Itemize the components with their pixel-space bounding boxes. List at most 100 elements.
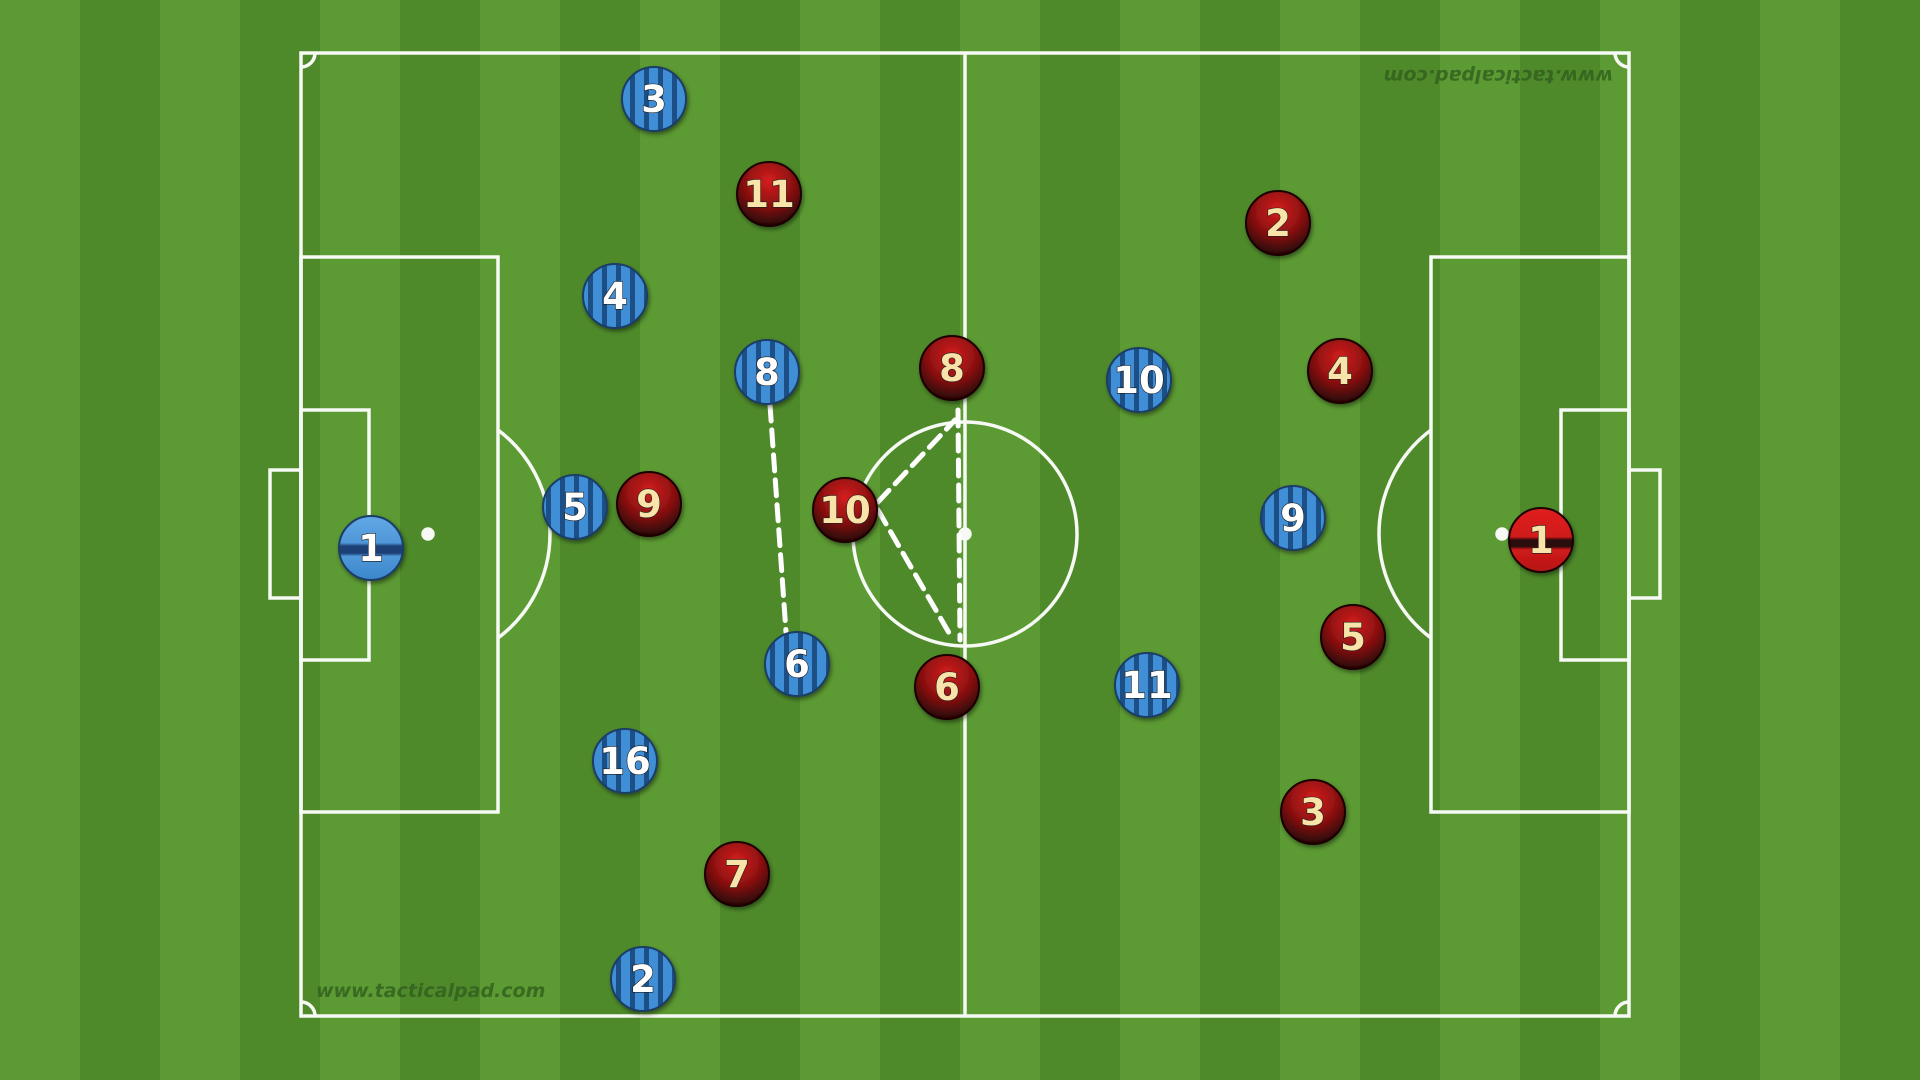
grass-stripe [1040,0,1120,1080]
blue-token-disc [1114,652,1180,718]
red-token-disc [919,335,985,401]
red-player-number: 2 [1265,202,1291,245]
grass-stripe [480,0,560,1080]
corner-arc-bl [300,1000,317,1017]
left-penalty-arc [496,428,552,640]
corner-arc-br [1613,1000,1630,1017]
grass-stripe [1760,0,1840,1080]
grass-stripe [560,0,640,1080]
blue-token-disc [1260,485,1326,551]
grass-stripe [1600,0,1680,1080]
blue-player-11[interactable]: 11 [1114,652,1180,718]
grass-stripe [880,0,960,1080]
red-player-3[interactable]: 3 [1280,779,1346,845]
red-player-6[interactable]: 6 [914,654,980,720]
grass-stripe [1680,0,1760,1080]
blue-player-number: 5 [562,486,588,529]
grass-stripe [1120,0,1200,1080]
blue-player-2[interactable]: 2 [610,946,676,1012]
red-token-disc [704,841,770,907]
blue-player-16[interactable]: 16 [592,728,658,794]
right-goal [1627,468,1662,600]
red-token-disc [736,161,802,227]
right-penalty-spot [1495,527,1509,541]
blue-token-disc [542,474,608,540]
link-blue8-blue6 [767,402,789,635]
red-player-number: 3 [1300,791,1326,834]
red-token-disc [1280,779,1346,845]
red-token-disc [914,654,980,720]
red-player-7[interactable]: 7 [704,841,770,907]
players: 1 2 3 4 5 16 6 8 10 11 9 1 2 3 4 5 6 8 10 7 11 9 [338,66,1574,1012]
grass-stripe [400,0,480,1080]
red-player-10[interactable]: 10 [812,477,878,543]
grass-stripe [0,0,80,1080]
corner-arc-tr [1613,52,1630,69]
link-red8-red6 [955,407,963,643]
blue-token-disc [338,515,404,581]
blue-token-disc [621,66,687,132]
blue-token-disc [610,946,676,1012]
grass-stripe [1360,0,1440,1080]
red-player-2[interactable]: 2 [1245,190,1311,256]
blue-player-number: 1 [358,527,384,570]
passing-lines [767,402,963,643]
blue-token-disc [734,339,800,405]
red-player-1-goalkeeper[interactable]: 1 [1508,507,1574,573]
grass-stripe [160,0,240,1080]
red-token-disc [1508,507,1574,573]
red-player-number: 5 [1340,616,1366,659]
blue-player-3[interactable]: 3 [621,66,687,132]
grass-stripe [640,0,720,1080]
grass-stripe [1200,0,1280,1080]
blue-token-disc [764,631,830,697]
blue-player-number: 6 [784,643,810,686]
red-player-number: 7 [724,853,750,896]
grass-stripe [1840,0,1920,1080]
grass-stripe [960,0,1040,1080]
blue-token-disc [592,728,658,794]
blue-player-4[interactable]: 4 [582,263,648,329]
blue-token-disc [582,263,648,329]
red-player-number: 6 [934,666,960,709]
grass-stripe [80,0,160,1080]
blue-player-10[interactable]: 10 [1106,347,1172,413]
red-player-number: 9 [636,483,662,526]
link-red10-red8 [875,417,958,505]
blue-player-number: 4 [602,275,628,318]
grass-stripe [720,0,800,1080]
red-token-disc [616,471,682,537]
blue-token-disc [1106,347,1172,413]
blue-player-9[interactable]: 9 [1260,485,1326,551]
blue-player-5[interactable]: 5 [542,474,608,540]
blue-player-1-goalkeeper[interactable]: 1 [338,515,404,581]
blue-player-6[interactable]: 6 [764,631,830,697]
left-goal [268,468,303,600]
blue-player-number: 2 [630,958,656,1001]
red-token-disc [812,477,878,543]
blue-player-number: 11 [1121,664,1173,707]
corner-arc-tl [300,52,317,69]
red-player-4[interactable]: 4 [1307,338,1373,404]
blue-player-number: 10 [1113,359,1165,402]
red-player-8[interactable]: 8 [919,335,985,401]
link-red10-red6 [875,507,955,641]
red-player-number: 11 [743,173,795,216]
grass-stripe [240,0,320,1080]
red-token-disc [1320,604,1386,670]
blue-player-8[interactable]: 8 [734,339,800,405]
red-player-5[interactable]: 5 [1320,604,1386,670]
left-penalty-spot [421,527,435,541]
blue-player-number: 9 [1280,497,1306,540]
red-player-11[interactable]: 11 [736,161,802,227]
red-player-9[interactable]: 9 [616,471,682,537]
blue-player-number: 3 [641,78,667,121]
watermark-top: www.tacticalpad.com [1384,65,1613,87]
red-player-number: 4 [1327,350,1353,393]
red-player-number: 10 [819,489,871,532]
grass-stripe [1440,0,1520,1080]
red-player-number: 8 [939,347,965,390]
blue-player-number: 8 [754,351,780,394]
